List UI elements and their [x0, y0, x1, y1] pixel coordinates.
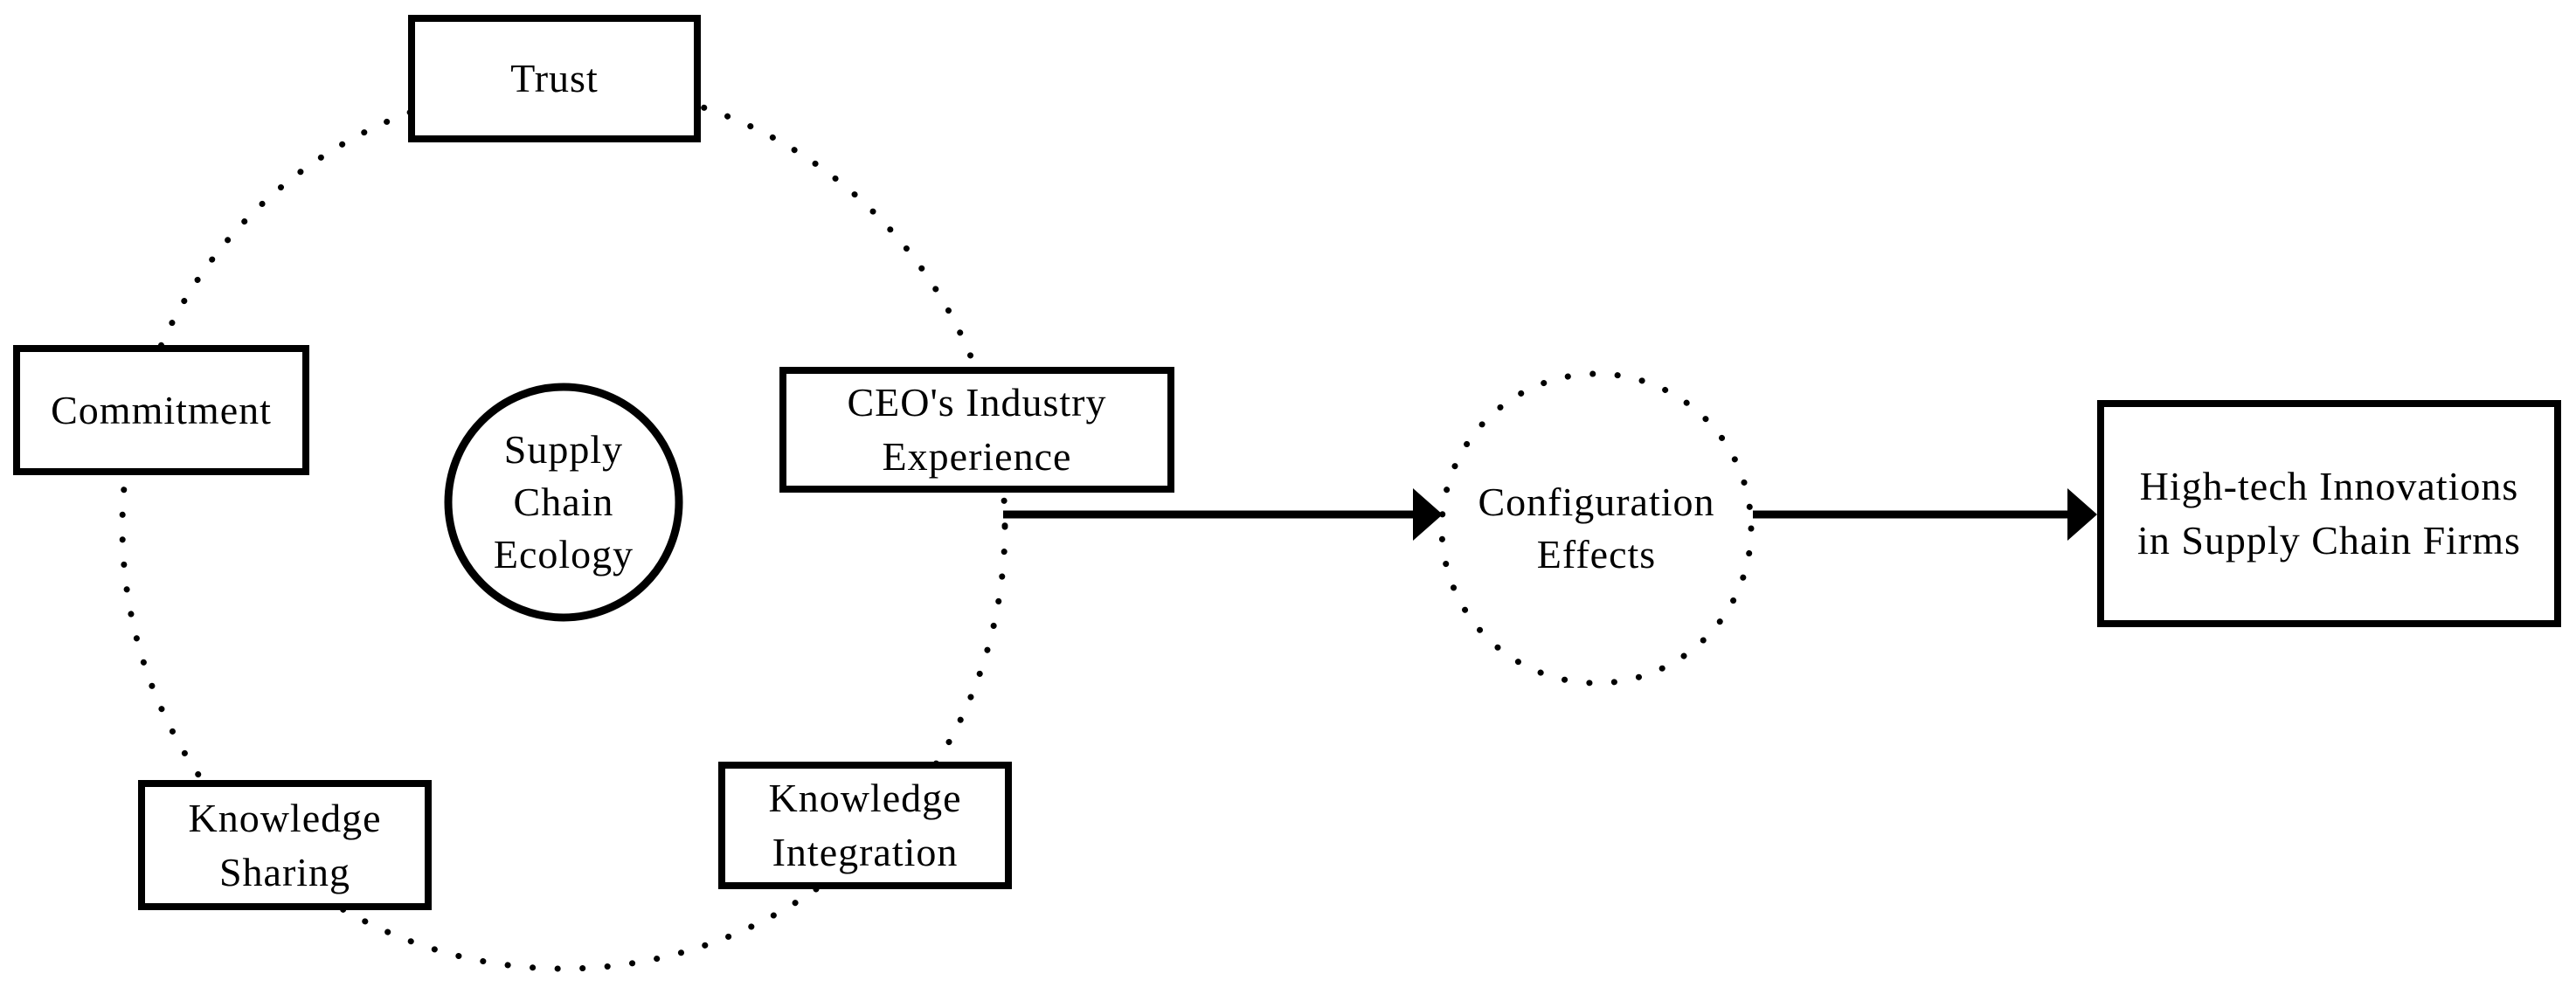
node-knowledge-sharing-label: Knowledge Sharing — [188, 795, 382, 894]
node-ceo-industry-experience-label: CEO's Industry Experience — [847, 380, 1107, 479]
arrow-configuration-to-hightech — [1753, 488, 2097, 541]
node-trust: Trust — [408, 15, 701, 142]
node-knowledge-integration-label: Knowledge Integration — [768, 776, 962, 874]
arrowhead-icon — [2067, 488, 2097, 541]
node-trust-label: Trust — [510, 56, 599, 100]
arrow-ecosystem-to-configuration — [1003, 488, 1443, 541]
node-ceo-industry-experience: CEO's Industry Experience — [779, 367, 1174, 493]
node-knowledge-integration: Knowledge Integration — [718, 762, 1012, 889]
node-commitment: Commitment — [13, 345, 309, 475]
supply-chain-ecology-circle — [444, 383, 683, 622]
node-high-tech-innovations: High-tech Innovations in Supply Chain Fi… — [2097, 400, 2561, 627]
arrowhead-icon — [1413, 488, 1443, 541]
node-knowledge-sharing: Knowledge Sharing — [138, 780, 432, 910]
configuration-effects-dotted-circle — [1438, 370, 1755, 687]
node-commitment-label: Commitment — [51, 387, 272, 432]
node-high-tech-innovations-label: High-tech Innovations in Supply Chain Fi… — [2137, 464, 2521, 563]
ecosystem-boundary-dotted-ellipse — [119, 81, 1008, 972]
